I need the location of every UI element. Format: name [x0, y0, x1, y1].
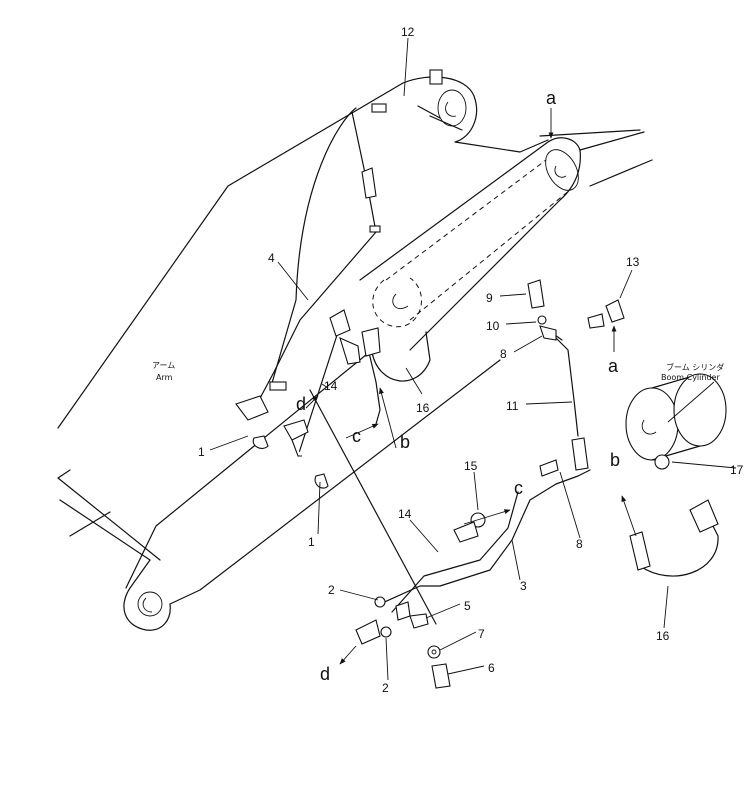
part-number-5: 5 [464, 599, 471, 613]
part-number-16-upper: 16 [416, 401, 430, 415]
part-number-6: 6 [488, 661, 495, 675]
letter-c-left: c [352, 426, 361, 446]
direction-arrows [305, 108, 637, 665]
part-number-7: 7 [478, 627, 485, 641]
part-number-8-upper: 8 [500, 347, 507, 361]
letter-c-mid: c [514, 478, 523, 498]
part-number-1-lower: 1 [308, 535, 315, 549]
pivot-ring [371, 277, 431, 382]
arm-structure [57, 76, 549, 631]
part-number-13: 13 [626, 255, 640, 269]
part-number-15: 15 [464, 459, 478, 473]
arm-label-jp: アーム [152, 361, 175, 370]
boom-cylinder-label-en: Boom Cylinder [661, 373, 720, 382]
part-number-14-upper: 14 [324, 379, 338, 393]
letter-d-bottom: d [320, 664, 330, 684]
part-number-9: 9 [486, 291, 493, 305]
part-number-4: 4 [268, 251, 275, 265]
part-number-1-upper: 1 [198, 445, 205, 459]
part-number-3: 3 [520, 579, 527, 593]
letter-b-right: b [610, 450, 620, 470]
letter-d-top: d [296, 394, 306, 414]
arm-label-en: Arm [156, 373, 173, 382]
part-number-8-lower: 8 [576, 537, 583, 551]
leader-lines [209, 37, 737, 681]
pipes [257, 107, 719, 625]
letter-b-left: b [400, 432, 410, 452]
part-number-12: 12 [401, 25, 415, 39]
part-number-2-upper: 2 [328, 583, 335, 597]
part-number-labels: 12 4 1 1 14 16 9 10 8 13 11 15 8 14 3 5 … [198, 25, 744, 695]
part-number-17: 17 [730, 463, 744, 477]
top-pivot [437, 89, 467, 127]
letter-a-mid: a [608, 356, 619, 376]
boom-cylinder [625, 373, 727, 461]
boom-cylinder-label-jp: ブーム シリンダ [666, 362, 724, 372]
part-number-11: 11 [506, 399, 519, 413]
part-number-14-lower: 14 [398, 507, 412, 521]
captions: アーム Arm ブーム シリンダ Boom Cylinder [152, 361, 724, 382]
part-number-10: 10 [486, 319, 500, 333]
connection-letters: a a b b c c d d [296, 88, 620, 684]
boom-link [359, 129, 653, 351]
part-number-16-lower: 16 [656, 629, 670, 643]
letter-a-top: a [546, 88, 557, 108]
fittings [235, 69, 719, 689]
part-number-2-lower: 2 [382, 681, 389, 695]
